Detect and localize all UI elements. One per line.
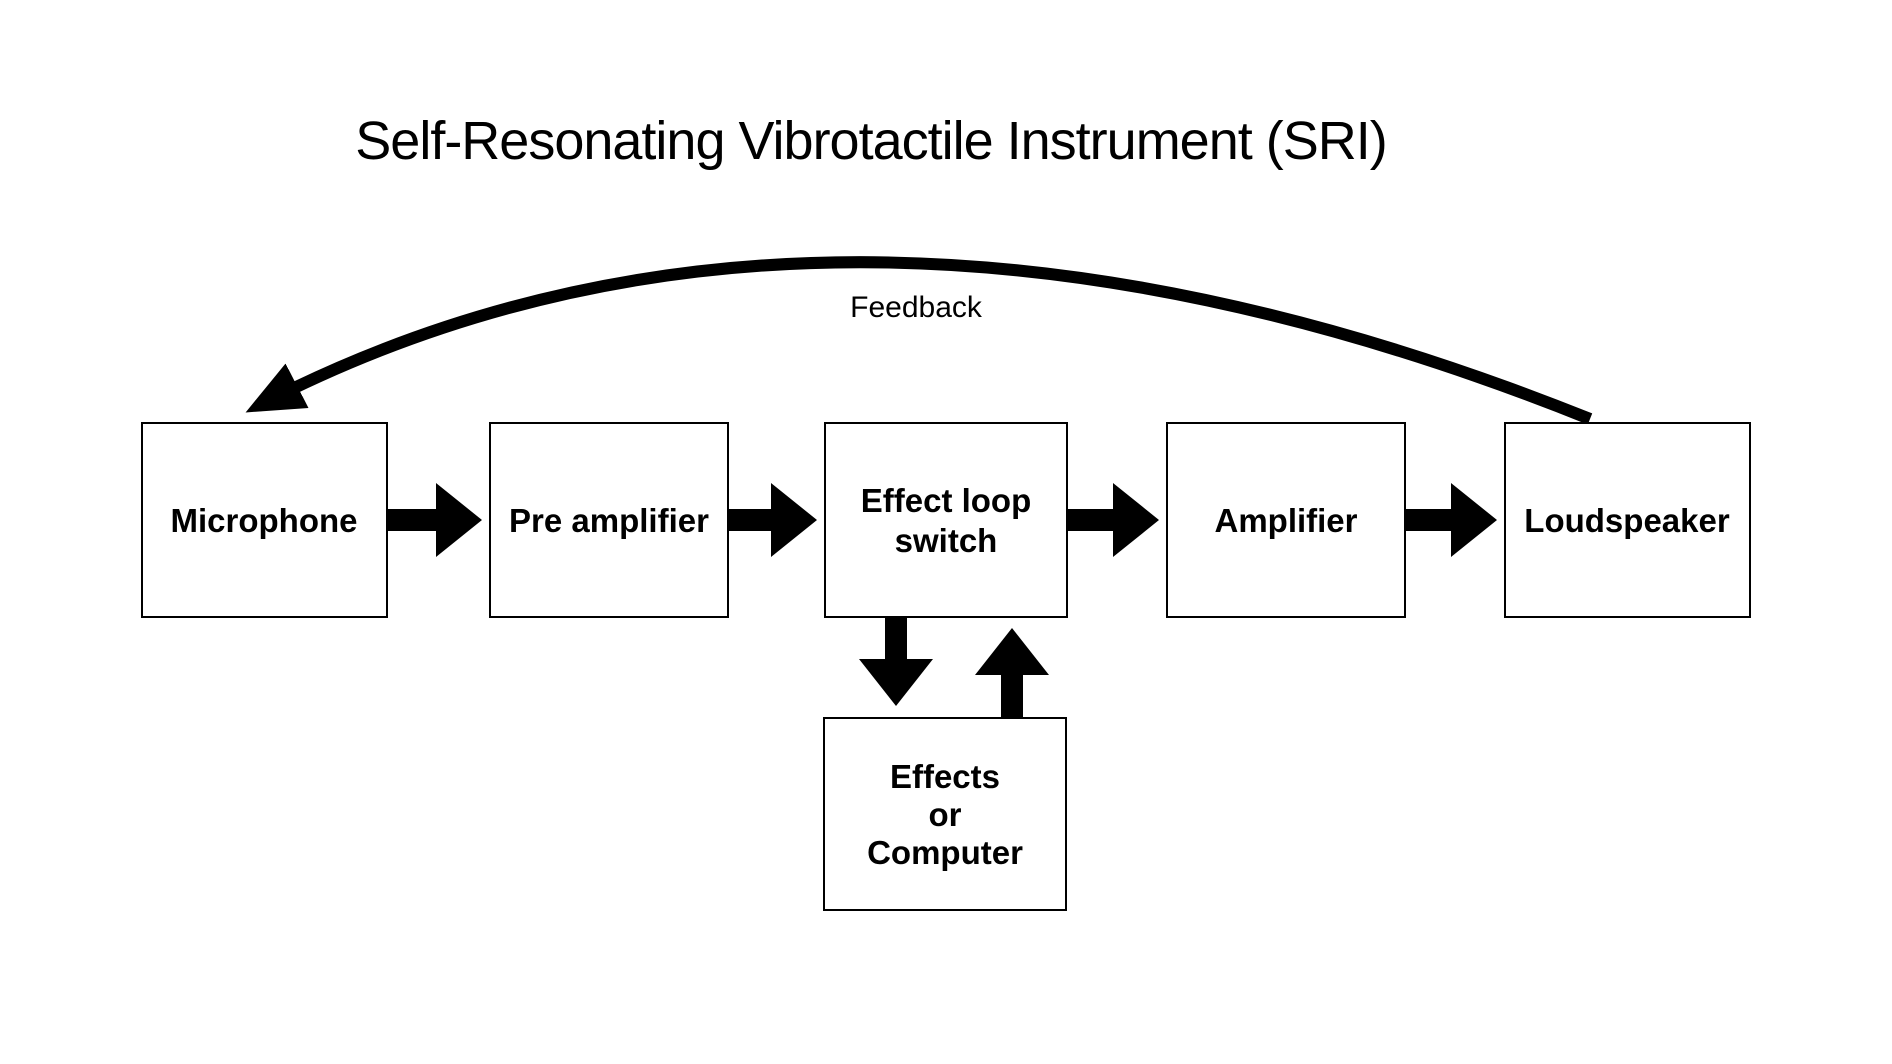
box-effects-label-line2: or: [929, 796, 962, 833]
box-microphone: Microphone: [141, 422, 388, 618]
box-microphone-label: Microphone: [171, 502, 358, 539]
arrow-effectloop-to-effects-icon: [859, 617, 933, 706]
box-effect-loop-switch-rect: [824, 422, 1068, 618]
box-effects-or-computer: Effects or Computer: [823, 717, 1067, 911]
arrow-effects-to-effectloop-icon: [975, 628, 1049, 718]
box-effects-label-line3: Computer: [867, 834, 1023, 871]
box-amplifier-rect: [1166, 422, 1406, 618]
box-amplifier: Amplifier: [1166, 422, 1406, 618]
box-effects-or-computer-rect: [823, 717, 1067, 911]
box-loudspeaker-label: Loudspeaker: [1524, 502, 1730, 539]
box-pre-amplifier: Pre amplifier: [489, 422, 729, 618]
box-loudspeaker: Loudspeaker: [1504, 422, 1751, 618]
arrow-effectloop-to-amplifier-icon: [1067, 483, 1159, 557]
box-effect-loop-switch-label-line2: switch: [895, 522, 998, 559]
box-amplifier-label: Amplifier: [1214, 502, 1357, 539]
box-pre-amplifier-rect: [489, 422, 729, 618]
diagram-title: Self-Resonating Vibrotactile Instrument …: [355, 111, 1386, 171]
box-loudspeaker-rect: [1504, 422, 1751, 618]
box-effect-loop-switch: Effect loop switch: [824, 422, 1068, 618]
box-pre-amplifier-label: Pre amplifier: [509, 502, 709, 539]
feedback-arrow: [245, 256, 1593, 425]
box-microphone-rect: [141, 422, 388, 618]
arrow-amplifier-to-loudspeaker-icon: [1405, 483, 1497, 557]
arrow-preamplifier-to-effectloop-icon: [728, 483, 817, 557]
box-effect-loop-switch-label-line1: Effect loop: [861, 482, 1032, 519]
arrow-microphone-to-preamplifier-icon: [387, 483, 482, 557]
feedback-label: Feedback: [850, 291, 983, 324]
box-effects-label-line1: Effects: [890, 758, 1000, 795]
